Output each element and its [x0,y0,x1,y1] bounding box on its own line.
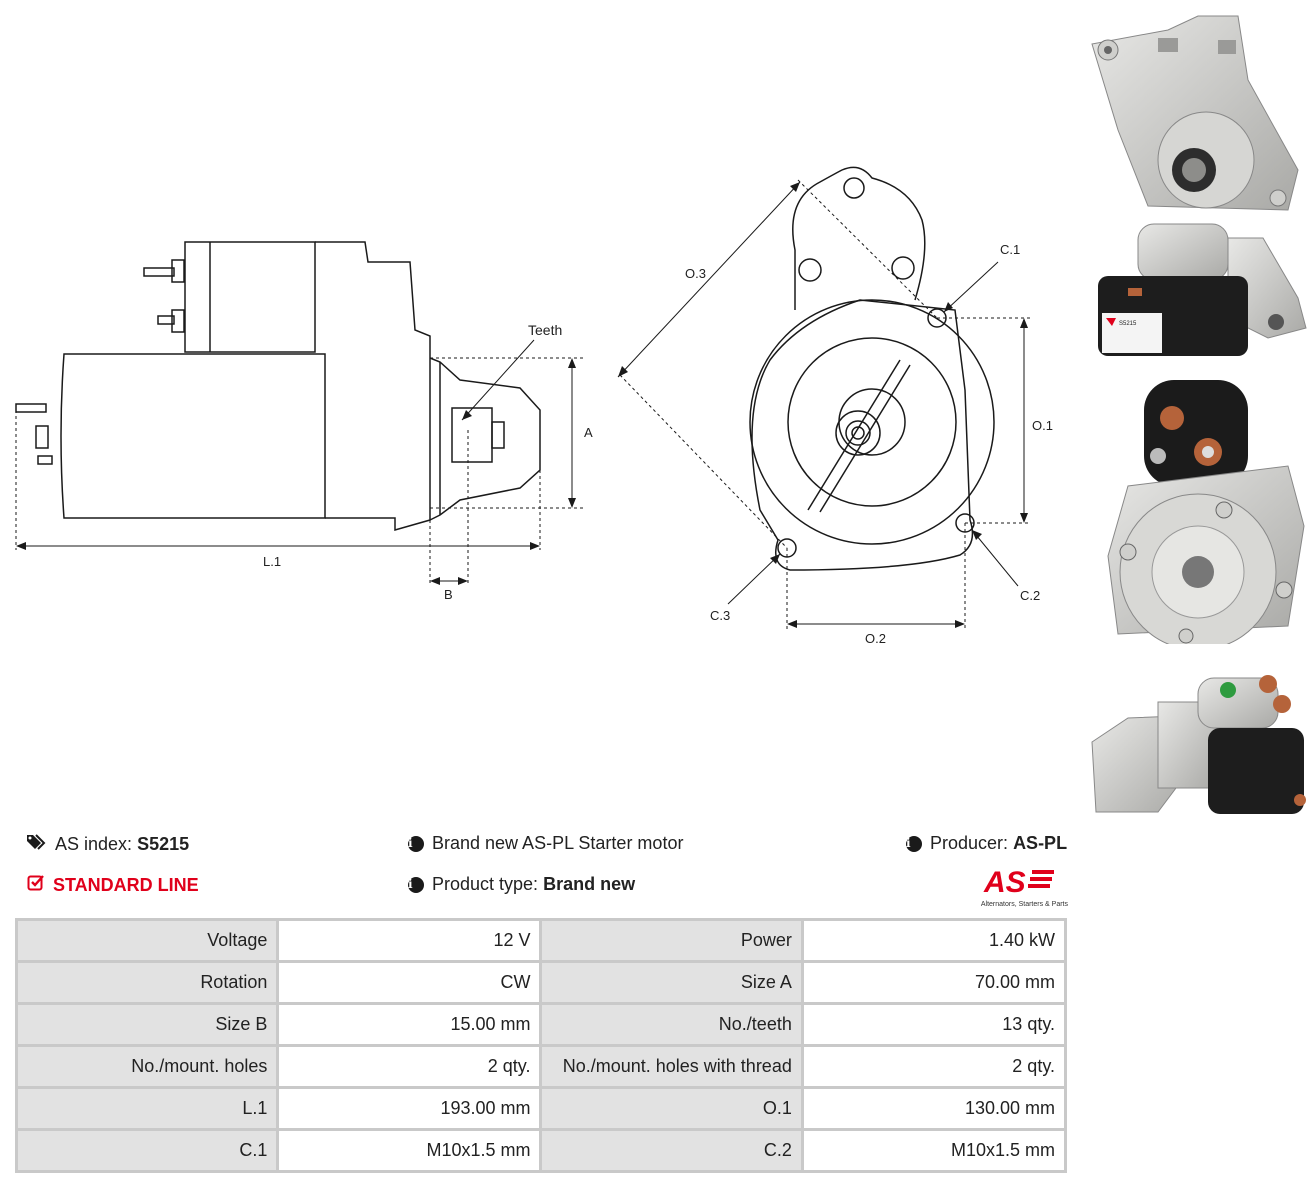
spec-label: O.1 [539,1086,804,1131]
spec-value: 2 qty. [800,1044,1068,1089]
dimension-o1-label: O.1 [1032,418,1053,433]
spec-label: Power [539,918,804,963]
spec-value: M10x1.5 mm [800,1128,1068,1173]
standard-line-label: STANDARD LINE [53,875,199,895]
producer-label: Producer: [930,833,1009,853]
dimension-o2-label: O.2 [865,631,886,646]
spec-value: 130.00 mm [800,1086,1068,1131]
spec-label: C.2 [539,1128,804,1173]
checkbox-checked-icon [27,874,45,897]
spec-label: No./mount. holes with thread [539,1044,804,1089]
info-icon: i [906,835,922,852]
spec-value: 193.00 mm [276,1086,543,1131]
spec-label: Size B [14,1002,280,1047]
spec-value: 2 qty. [276,1044,543,1089]
as-index-label: AS index: [55,834,133,854]
description-row: i Brand new AS-PL Starter motor [408,833,683,854]
dimension-c2-label: C.2 [1020,588,1040,603]
producer-value: AS-PL [1013,833,1068,853]
spec-value: 15.00 mm [276,1002,543,1047]
product-type-row: i Product type: Brand new [408,874,635,895]
spec-label: Rotation [14,960,280,1005]
spec-label: No./teeth [539,1002,804,1047]
description-text: Brand new AS-PL Starter motor [432,833,684,853]
starter-side-photo-2 [1091,675,1306,814]
dimension-a-label: A [584,425,593,440]
logo-tagline: Alternators, Starters & Parts [980,901,1068,908]
producer-row: i Producer: AS-PL [906,833,1067,854]
as-index-row: AS index: S5215 [27,833,189,856]
spec-value: M10x1.5 mm [276,1128,543,1173]
starter-rear-photo [1107,380,1305,644]
spec-label: C.1 [14,1128,280,1173]
info-icon: i [408,876,424,893]
front-view-drawing: O.3 C.1 O.1 C.2 C.3 O.2 [617,166,1053,646]
teeth-label: Teeth [528,322,562,338]
standard-line-row: STANDARD LINE [27,874,199,897]
tags-icon [27,833,47,856]
spec-value: 13 qty. [800,1002,1068,1047]
info-icon: i [408,835,424,852]
spec-value: 70.00 mm [800,960,1068,1005]
spec-value: 12 V [276,918,543,963]
dimension-b-label: B [444,587,453,602]
spec-label: Size A [539,960,804,1005]
as-pl-logo: AS Alternators, Starters & Parts [962,864,1068,908]
photo-label-text: S5215 [1119,321,1137,327]
product-type-label: Product type: [432,874,539,894]
spec-label: No./mount. holes [14,1044,280,1089]
side-view-drawing: Teeth A L.1 B [15,241,593,602]
dimension-o3-label: O.3 [685,266,706,281]
starter-side-photo: S5215 [1098,223,1307,356]
logo-text: AS [983,866,1026,896]
as-index-value: S5215 [137,834,190,854]
dimension-l1-label: L.1 [263,554,281,569]
spec-label: L.1 [14,1086,280,1131]
spec-value: 1.40 kW [800,918,1068,963]
spec-value: CW [276,960,543,1005]
starter-front-photo [1091,15,1299,211]
spec-label: Voltage [14,918,280,963]
dimension-c3-label: C.3 [710,608,730,623]
dimension-c1-label: C.1 [1000,242,1020,257]
product-type-value: Brand new [543,874,636,894]
